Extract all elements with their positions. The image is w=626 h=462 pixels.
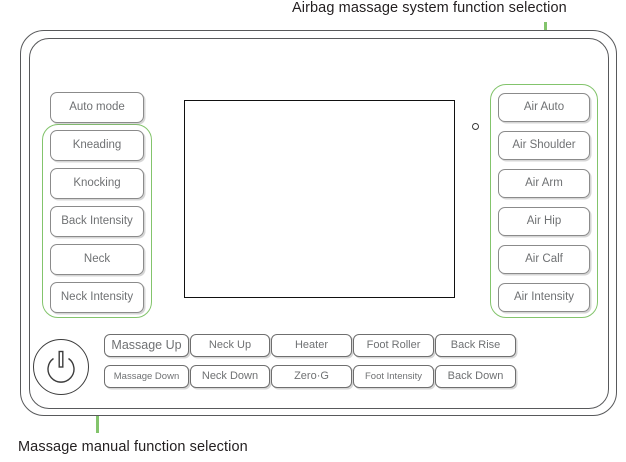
power-button[interactable] [33, 339, 89, 395]
button-foot-intensity[interactable]: Foot Intensity [353, 365, 434, 388]
power-button-ring [33, 339, 89, 395]
button-air-shoulder[interactable]: Air Shoulder [498, 131, 590, 160]
button-neck[interactable]: Neck [50, 244, 144, 275]
highlight-box-manual-functions [42, 124, 152, 318]
power-icon [47, 350, 75, 383]
button-air-arm[interactable]: Air Arm [498, 169, 590, 198]
button-air-intensity[interactable]: Air Intensity [498, 283, 590, 312]
button-auto-mode[interactable]: Auto mode [50, 92, 144, 123]
button-neck-up[interactable]: Neck Up [190, 334, 270, 357]
button-massage-down[interactable]: Massage Down [104, 365, 189, 388]
button-kneading[interactable]: Kneading [50, 130, 144, 161]
button-neck-down[interactable]: Neck Down [190, 365, 270, 388]
button-knocking[interactable]: Knocking [50, 168, 144, 199]
display-screen[interactable] [184, 100, 455, 298]
annotation-manual-function: Massage manual function selection [18, 439, 248, 455]
button-back-intensity[interactable]: Back Intensity [50, 206, 144, 237]
button-back-rise[interactable]: Back Rise [435, 334, 516, 357]
button-air-hip[interactable]: Air Hip [498, 207, 590, 236]
button-massage-up[interactable]: Massage Up [104, 334, 189, 357]
button-neck-intensity[interactable]: Neck Intensity [50, 282, 144, 313]
button-air-calf[interactable]: Air Calf [498, 245, 590, 274]
highlight-box-airbag-functions [490, 84, 598, 318]
button-foot-roller[interactable]: Foot Roller [353, 334, 434, 357]
button-zero-g[interactable]: Zero·G [271, 365, 352, 388]
sensor-indicator-icon [472, 123, 479, 130]
button-heater[interactable]: Heater [271, 334, 352, 357]
button-back-down[interactable]: Back Down [435, 365, 516, 388]
button-air-auto[interactable]: Air Auto [498, 93, 590, 122]
annotation-airbag-system: Airbag massage system function selection [292, 0, 567, 16]
